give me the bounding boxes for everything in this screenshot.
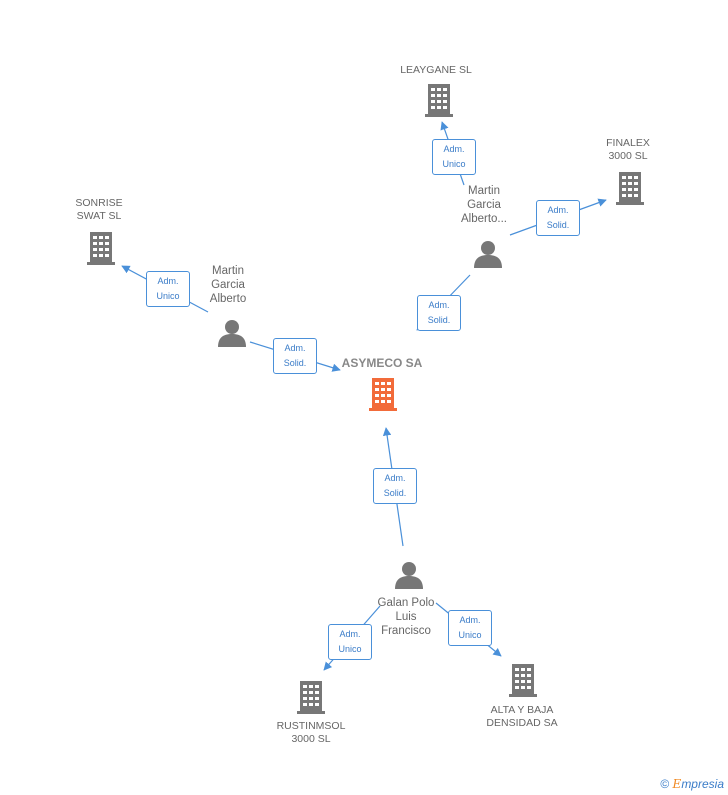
- sonrise-label-line2: SWAT SL: [76, 210, 122, 222]
- martin1-label-line1: Martin: [468, 185, 500, 197]
- rel-role-line1: Adm.: [339, 629, 361, 639]
- rel-box-galan-asymeco[interactable]: Adm. Solid.: [373, 468, 417, 504]
- finalex-building-icon[interactable]: [616, 172, 644, 205]
- sonrise-label-line1: SONRISE: [75, 197, 123, 209]
- leaygane-label[interactable]: LEAYGANE SL: [386, 64, 486, 77]
- rustinmsol-label[interactable]: RUSTINMSOL 3000 SL: [266, 720, 356, 746]
- asymeco-label-text: ASYMECO SA: [341, 356, 423, 370]
- rel-box-martin1-leaygane[interactable]: Adm. Unico: [432, 139, 476, 175]
- rel-box-martin2-asymeco[interactable]: Adm. Solid.: [273, 338, 317, 374]
- rel-role-line2: Unico: [458, 630, 482, 640]
- martin1-label[interactable]: Martin Garcia Alberto...: [444, 184, 524, 226]
- rel-box-galan-altabaja[interactable]: Adm. Unico: [448, 610, 492, 646]
- altabaja-label-line1: ALTA Y BAJA: [490, 704, 554, 716]
- finalex-label-line2: 3000 SL: [608, 150, 648, 162]
- galan-label-line2: Luis: [395, 611, 417, 623]
- brand-footer[interactable]: © Empresia: [660, 777, 724, 791]
- sonrise-building-icon[interactable]: [87, 232, 115, 265]
- martin2-label-line1: Martin: [212, 265, 244, 277]
- brand-initial: E: [672, 777, 682, 791]
- martin1-label-line2: Garcia: [467, 199, 501, 211]
- rel-role-line1: Adm.: [459, 615, 481, 625]
- copyright-icon: ©: [660, 777, 670, 791]
- rel-role-line1: Adm.: [384, 473, 406, 483]
- rustinmsol-label-line1: RUSTINMSOL: [276, 720, 346, 732]
- rel-role-line2: Unico: [156, 291, 180, 301]
- rel-role-line1: Adm.: [428, 300, 450, 310]
- martin1-person-icon[interactable]: [474, 241, 502, 268]
- asymeco-building-icon[interactable]: [369, 378, 397, 411]
- rel-role-line1: Adm.: [443, 144, 465, 154]
- galan-person-icon[interactable]: [395, 562, 423, 589]
- martin2-label[interactable]: Martin Garcia Alberto: [188, 264, 268, 306]
- leaygane-label-text: LEAYGANE SL: [400, 64, 472, 76]
- rel-box-galan-rustinmsol[interactable]: Adm. Unico: [328, 624, 372, 660]
- rel-role-line2: Unico: [442, 159, 466, 169]
- altabaja-label[interactable]: ALTA Y BAJA DENSIDAD SA: [472, 704, 572, 730]
- finalex-label[interactable]: FINALEX 3000 SL: [588, 137, 668, 163]
- finalex-label-line1: FINALEX: [606, 137, 650, 149]
- sonrise-label[interactable]: SONRISE SWAT SL: [59, 197, 139, 223]
- rustinmsol-label-line2: 3000 SL: [291, 733, 331, 745]
- asymeco-label[interactable]: ASYMECO SA: [332, 357, 432, 370]
- rel-role-line2: Solid.: [427, 315, 451, 325]
- rel-role-line1: Adm.: [284, 343, 306, 353]
- rustinmsol-building-icon[interactable]: [297, 681, 325, 714]
- rel-role-line1: Adm.: [157, 276, 179, 286]
- rel-box-martin2-sonrise[interactable]: Adm. Unico: [146, 271, 190, 307]
- brand-name: mpresia: [681, 777, 724, 791]
- martin2-person-icon[interactable]: [218, 320, 246, 347]
- rel-role-line1: Adm.: [547, 205, 569, 215]
- galan-label-line3: Francisco: [381, 625, 431, 637]
- rel-box-martin1-asymeco[interactable]: Adm. Solid.: [417, 295, 461, 331]
- martin1-label-line3: Alberto...: [460, 213, 508, 225]
- leaygane-building-icon[interactable]: [425, 84, 453, 117]
- rel-box-martin1-finalex[interactable]: Adm. Solid.: [536, 200, 580, 236]
- galan-label[interactable]: Galan Polo Luis Francisco: [361, 596, 451, 638]
- rel-role-line2: Solid.: [383, 488, 407, 498]
- rel-role-line2: Solid.: [283, 358, 307, 368]
- martin2-label-line2: Garcia: [211, 279, 245, 291]
- altabaja-building-icon[interactable]: [509, 664, 537, 697]
- rel-role-line2: Unico: [338, 644, 362, 654]
- galan-label-line1: Galan Polo: [377, 597, 435, 609]
- martin2-label-line3: Alberto: [209, 293, 247, 305]
- rel-role-line2: Solid.: [546, 220, 570, 230]
- altabaja-label-line2: DENSIDAD SA: [486, 717, 558, 729]
